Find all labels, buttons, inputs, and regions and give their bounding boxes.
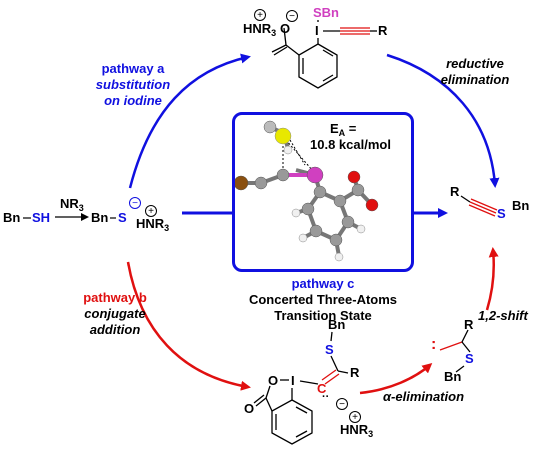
pathway-b-arrow (126, 261, 251, 391)
bottom-r-group: R (350, 365, 360, 380)
activation-energy-value: 10.8 kcal/mol (310, 137, 391, 152)
carbene-r-group: R (464, 317, 474, 332)
bottom-iodine: I (291, 373, 295, 388)
product-alkyne (468, 198, 498, 217)
pathway-c-line2: Transition State (274, 308, 372, 323)
top-plus-charge: + (254, 9, 266, 21)
carbene-sulfur: S (465, 351, 474, 366)
top-r-group: R (378, 23, 388, 38)
bottom-vinyl-double-bond (321, 369, 340, 385)
start-sh: SH (32, 210, 51, 225)
carbene-lone-pair: : (431, 336, 437, 353)
bottom-lone-pair: ·· (322, 391, 330, 403)
pathway-c-line1: Concerted Three-Atoms (248, 292, 398, 307)
pathway-a-title: pathway a (101, 61, 165, 76)
start-plus-charge: + (145, 205, 157, 217)
bottom-carbanion: C (317, 381, 327, 396)
top-ammonium: HNR3 (243, 21, 277, 39)
transition-state-box (232, 112, 414, 272)
reductive-line2: elimination (440, 72, 510, 87)
pathway-a-arrow (128, 53, 251, 189)
product-sulfur: S (497, 206, 506, 221)
bottom-bn: Bn (328, 317, 346, 332)
alpha-elimination-label: α-elimination (383, 389, 465, 404)
bottom-carbonyl-oxygen: O (244, 401, 255, 416)
top-sbn: SBn (313, 5, 339, 20)
top-minus-charge: − (286, 10, 298, 22)
pathway-a-line2: on iodine (104, 93, 162, 108)
reductive-line1: reductive (446, 56, 504, 71)
start-thiolate-s: S (118, 210, 127, 225)
bottom-ammonium: HNR3 (340, 422, 374, 440)
start-bn2: Bn (91, 210, 109, 225)
pathway-c-title: pathway c (291, 276, 355, 291)
start-reagent: NR3 (60, 196, 84, 214)
top-iodine: I (315, 23, 319, 38)
ts-3d-model (233, 120, 379, 262)
top-product-benzene-ring (271, 20, 338, 89)
bottom-benzene-ring (253, 379, 313, 445)
start-minus-charge: − (129, 197, 141, 209)
product-r-group: R (450, 184, 460, 199)
start-ammonium: HNR3 (136, 216, 170, 234)
alpha-elimination-arrow (359, 363, 433, 395)
bottom-minus-charge: − (336, 398, 348, 410)
bottom-ring-oxygen: O (268, 373, 279, 388)
pathway-a-line1: substitution (95, 77, 171, 92)
top-carboxylate-oxygen: O (280, 21, 291, 36)
bottom-sulfur: S (325, 342, 334, 357)
bottom-plus-charge: + (349, 411, 361, 423)
reductive-elimination-arrow (386, 53, 500, 188)
carbene-double-bond (439, 341, 463, 351)
carbene-bn: Bn (444, 369, 462, 384)
shift-label: 1,2-shift (478, 308, 528, 323)
shift-arrow (485, 247, 499, 311)
product-bn: Bn (512, 198, 530, 213)
pathway-b-title: pathway b (83, 290, 147, 305)
start-bn: Bn (3, 210, 21, 225)
activation-energy-label: EA = (330, 121, 357, 139)
pathway-b-line1: conjugate (84, 306, 146, 321)
pathway-b-line2: addition (89, 322, 141, 337)
